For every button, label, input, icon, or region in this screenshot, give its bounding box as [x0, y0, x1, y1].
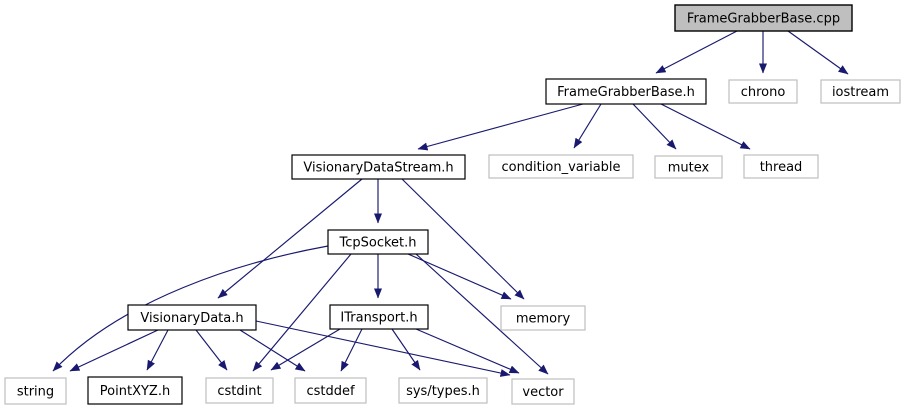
edge-visionarydata-h-to-cstdint	[195, 329, 228, 371]
node-framegrabberbase-cpp: FrameGrabberBase.cpp	[674, 4, 853, 32]
edge-tcpsocket-h-to-memory	[407, 253, 512, 300]
node-box	[743, 154, 819, 179]
node-box	[87, 376, 183, 405]
node-label: ITransport.h	[340, 311, 417, 326]
node-box	[674, 4, 853, 32]
node-tcpsocket-h[interactable]: TcpSocket.h	[327, 229, 429, 255]
edge-itransport-h-to-cstdint	[270, 328, 341, 371]
edge-itransport-h-to-vector	[415, 328, 520, 374]
node-cstddef: cstddef	[294, 377, 367, 404]
edge-visionarydata-h-to-string	[69, 329, 159, 372]
edge-visionarydatastream-h-to-visionarydata-h	[217, 178, 363, 299]
edge-tcpsocket-h-to-string	[52, 245, 329, 372]
node-label: thread	[760, 160, 803, 175]
edge-itransport-h-to-sys-types-h	[391, 328, 421, 371]
node-box	[654, 155, 723, 179]
node-box	[511, 378, 575, 405]
edge-framegrabberbase-h-to-visionarydatastream-h	[417, 103, 584, 151]
node-itransport-h[interactable]: ITransport.h	[329, 304, 429, 330]
node-label: cstddef	[306, 384, 355, 399]
node-mutex: mutex	[654, 155, 723, 179]
node-box	[205, 377, 274, 404]
node-box	[327, 229, 429, 255]
edge-visionarydata-h-to-cstddef	[239, 329, 306, 372]
edge-visionarydata-h-to-vector	[255, 320, 511, 377]
node-box	[127, 304, 257, 331]
edge-framegrabberbase-h-to-mutex	[632, 103, 677, 150]
node-label: TcpSocket.h	[338, 236, 416, 251]
edge-framegrabberbase-cpp-to-iostream	[787, 30, 849, 75]
edge-tcpsocket-h-to-vector	[415, 253, 549, 375]
edge-visionarydata-h-to-pointxyz-h	[146, 329, 169, 371]
node-label: VisionaryDataStream.h	[303, 161, 453, 176]
edge-framegrabberbase-cpp-to-framegrabberbase-h	[655, 30, 738, 74]
edge-group	[52, 30, 849, 377]
node-label: FrameGrabberBase.cpp	[687, 12, 840, 27]
node-pointxyz-h[interactable]: PointXYZ.h	[87, 376, 183, 405]
node-label: mutex	[668, 161, 710, 176]
node-condition-variable: condition_variable	[488, 154, 634, 179]
node-box	[488, 154, 634, 179]
node-label: sys/types.h	[406, 384, 480, 399]
node-vector: vector	[511, 378, 575, 405]
node-box	[294, 377, 367, 404]
edge-tcpsocket-h-to-cstdint	[252, 253, 352, 372]
edge-visionarydatastream-h-to-memory	[401, 178, 525, 300]
node-visionarydata-h[interactable]: VisionaryData.h	[127, 304, 257, 331]
node-box	[820, 79, 901, 104]
node-label: chrono	[741, 85, 786, 100]
node-box	[329, 304, 429, 330]
node-chrono: chrono	[728, 79, 798, 104]
node-label: PointXYZ.h	[100, 384, 170, 399]
node-label: FrameGrabberBase.h	[557, 85, 695, 100]
edge-framegrabberbase-h-to-condition-variable	[573, 103, 602, 149]
node-iostream: iostream	[820, 79, 901, 104]
node-box	[545, 78, 707, 105]
node-box	[291, 154, 466, 180]
node-label: vector	[522, 385, 564, 400]
node-box	[500, 305, 586, 331]
node-box	[4, 377, 67, 405]
node-framegrabberbase-h[interactable]: FrameGrabberBase.h	[545, 78, 707, 105]
node-visionarydatastream-h[interactable]: VisionaryDataStream.h	[291, 154, 466, 180]
node-cstdint: cstdint	[205, 377, 274, 404]
node-label: string	[17, 385, 54, 400]
node-memory: memory	[500, 305, 586, 331]
node-box	[398, 377, 488, 404]
node-sys-types-h: sys/types.h	[398, 377, 488, 404]
node-string: string	[4, 377, 67, 405]
edge-itransport-h-to-cstddef	[340, 328, 363, 372]
node-label: cstdint	[217, 384, 261, 399]
edge-framegrabberbase-h-to-thread	[660, 103, 751, 150]
node-box	[728, 79, 798, 104]
node-label: condition_variable	[501, 160, 620, 175]
node-label: iostream	[832, 85, 889, 100]
node-label: VisionaryData.h	[140, 311, 243, 326]
node-label: memory	[516, 312, 571, 327]
node-thread: thread	[743, 154, 819, 179]
